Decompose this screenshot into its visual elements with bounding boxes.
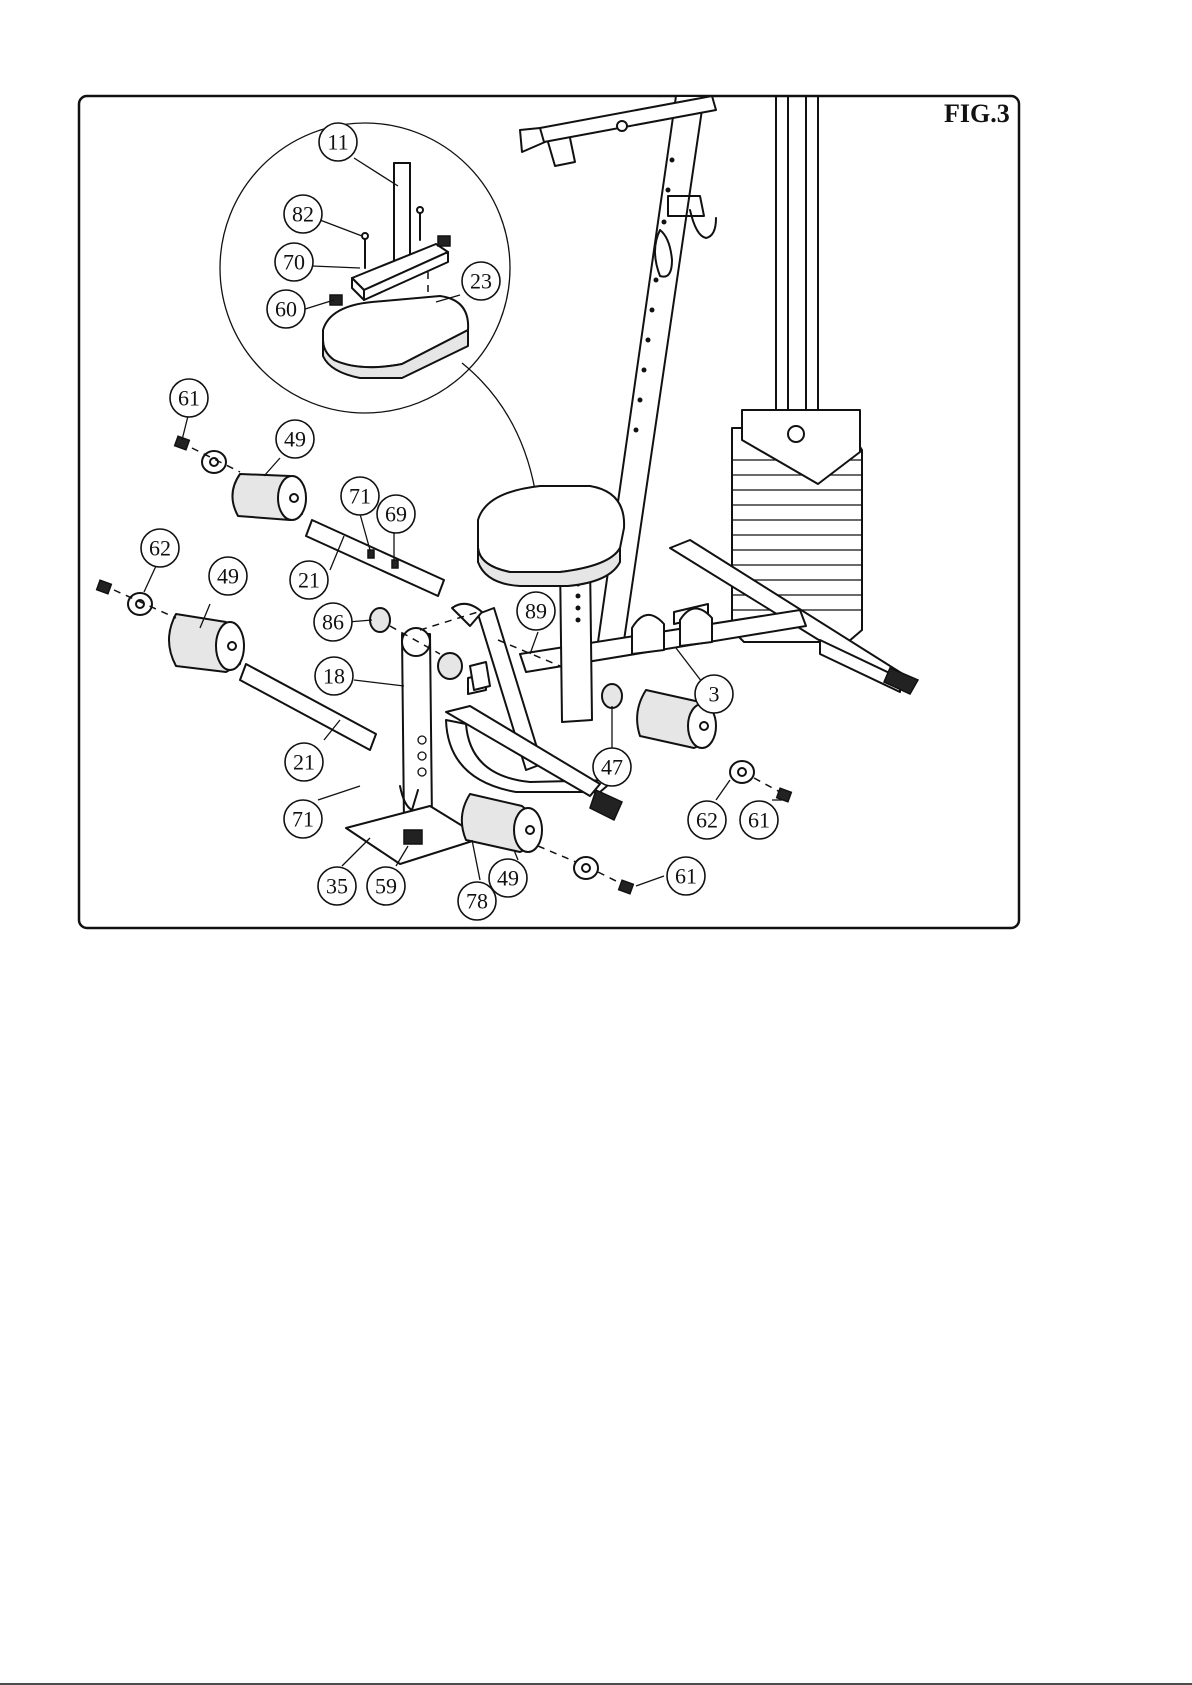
svg-text:62: 62 bbox=[149, 536, 171, 561]
svg-text:82: 82 bbox=[292, 202, 314, 227]
callout-18: 18 bbox=[315, 657, 353, 695]
svg-text:61: 61 bbox=[178, 386, 200, 411]
callout-3: 3 bbox=[695, 675, 733, 713]
callout-60: 60 bbox=[267, 290, 305, 328]
svg-text:60: 60 bbox=[275, 297, 297, 322]
callout-69: 69 bbox=[377, 495, 415, 533]
svg-text:61: 61 bbox=[748, 808, 770, 833]
callout-leaders bbox=[144, 158, 782, 886]
svg-text:23: 23 bbox=[470, 269, 492, 294]
callout-49c: 49 bbox=[489, 859, 527, 897]
svg-text:49: 49 bbox=[284, 427, 306, 452]
callout-61a: 61 bbox=[170, 379, 208, 417]
svg-text:3: 3 bbox=[709, 682, 720, 707]
callout-21b: 21 bbox=[285, 743, 323, 781]
callout-49b: 49 bbox=[209, 557, 247, 595]
svg-text:62: 62 bbox=[696, 808, 718, 833]
callout-70: 70 bbox=[275, 243, 313, 281]
callout-71b: 71 bbox=[284, 800, 322, 838]
svg-text:21: 21 bbox=[298, 568, 320, 593]
svg-text:59: 59 bbox=[375, 874, 397, 899]
svg-text:21: 21 bbox=[293, 750, 315, 775]
callout-11: 11 bbox=[319, 123, 357, 161]
figure-title: FIG.3 bbox=[944, 99, 1010, 128]
svg-text:61: 61 bbox=[675, 864, 697, 889]
callout-47: 47 bbox=[593, 748, 631, 786]
svg-text:35: 35 bbox=[326, 874, 348, 899]
callout-78: 78 bbox=[458, 882, 496, 920]
svg-text:86: 86 bbox=[322, 610, 344, 635]
callout-23: 23 bbox=[462, 262, 500, 300]
callout-86: 86 bbox=[314, 603, 352, 641]
svg-text:49: 49 bbox=[497, 866, 519, 891]
svg-text:89: 89 bbox=[525, 599, 547, 624]
svg-text:70: 70 bbox=[283, 250, 305, 275]
callout-35: 35 bbox=[318, 867, 356, 905]
callout-61b: 61 bbox=[740, 801, 778, 839]
callout-62b: 62 bbox=[688, 801, 726, 839]
svg-text:18: 18 bbox=[323, 664, 345, 689]
svg-text:47: 47 bbox=[601, 755, 623, 780]
callout-89: 89 bbox=[517, 592, 555, 630]
callout-21a: 21 bbox=[290, 561, 328, 599]
callout-62a: 62 bbox=[141, 529, 179, 567]
svg-text:71: 71 bbox=[349, 484, 371, 509]
callout-82: 82 bbox=[284, 195, 322, 233]
callout-61c: 61 bbox=[667, 857, 705, 895]
svg-text:69: 69 bbox=[385, 502, 407, 527]
seat-pad bbox=[478, 486, 624, 586]
callout-71a: 71 bbox=[341, 477, 379, 515]
callout-49a: 49 bbox=[276, 420, 314, 458]
svg-text:11: 11 bbox=[327, 130, 348, 155]
svg-text:78: 78 bbox=[466, 889, 488, 914]
callout-59: 59 bbox=[367, 867, 405, 905]
svg-text:71: 71 bbox=[292, 807, 314, 832]
svg-text:49: 49 bbox=[217, 564, 239, 589]
